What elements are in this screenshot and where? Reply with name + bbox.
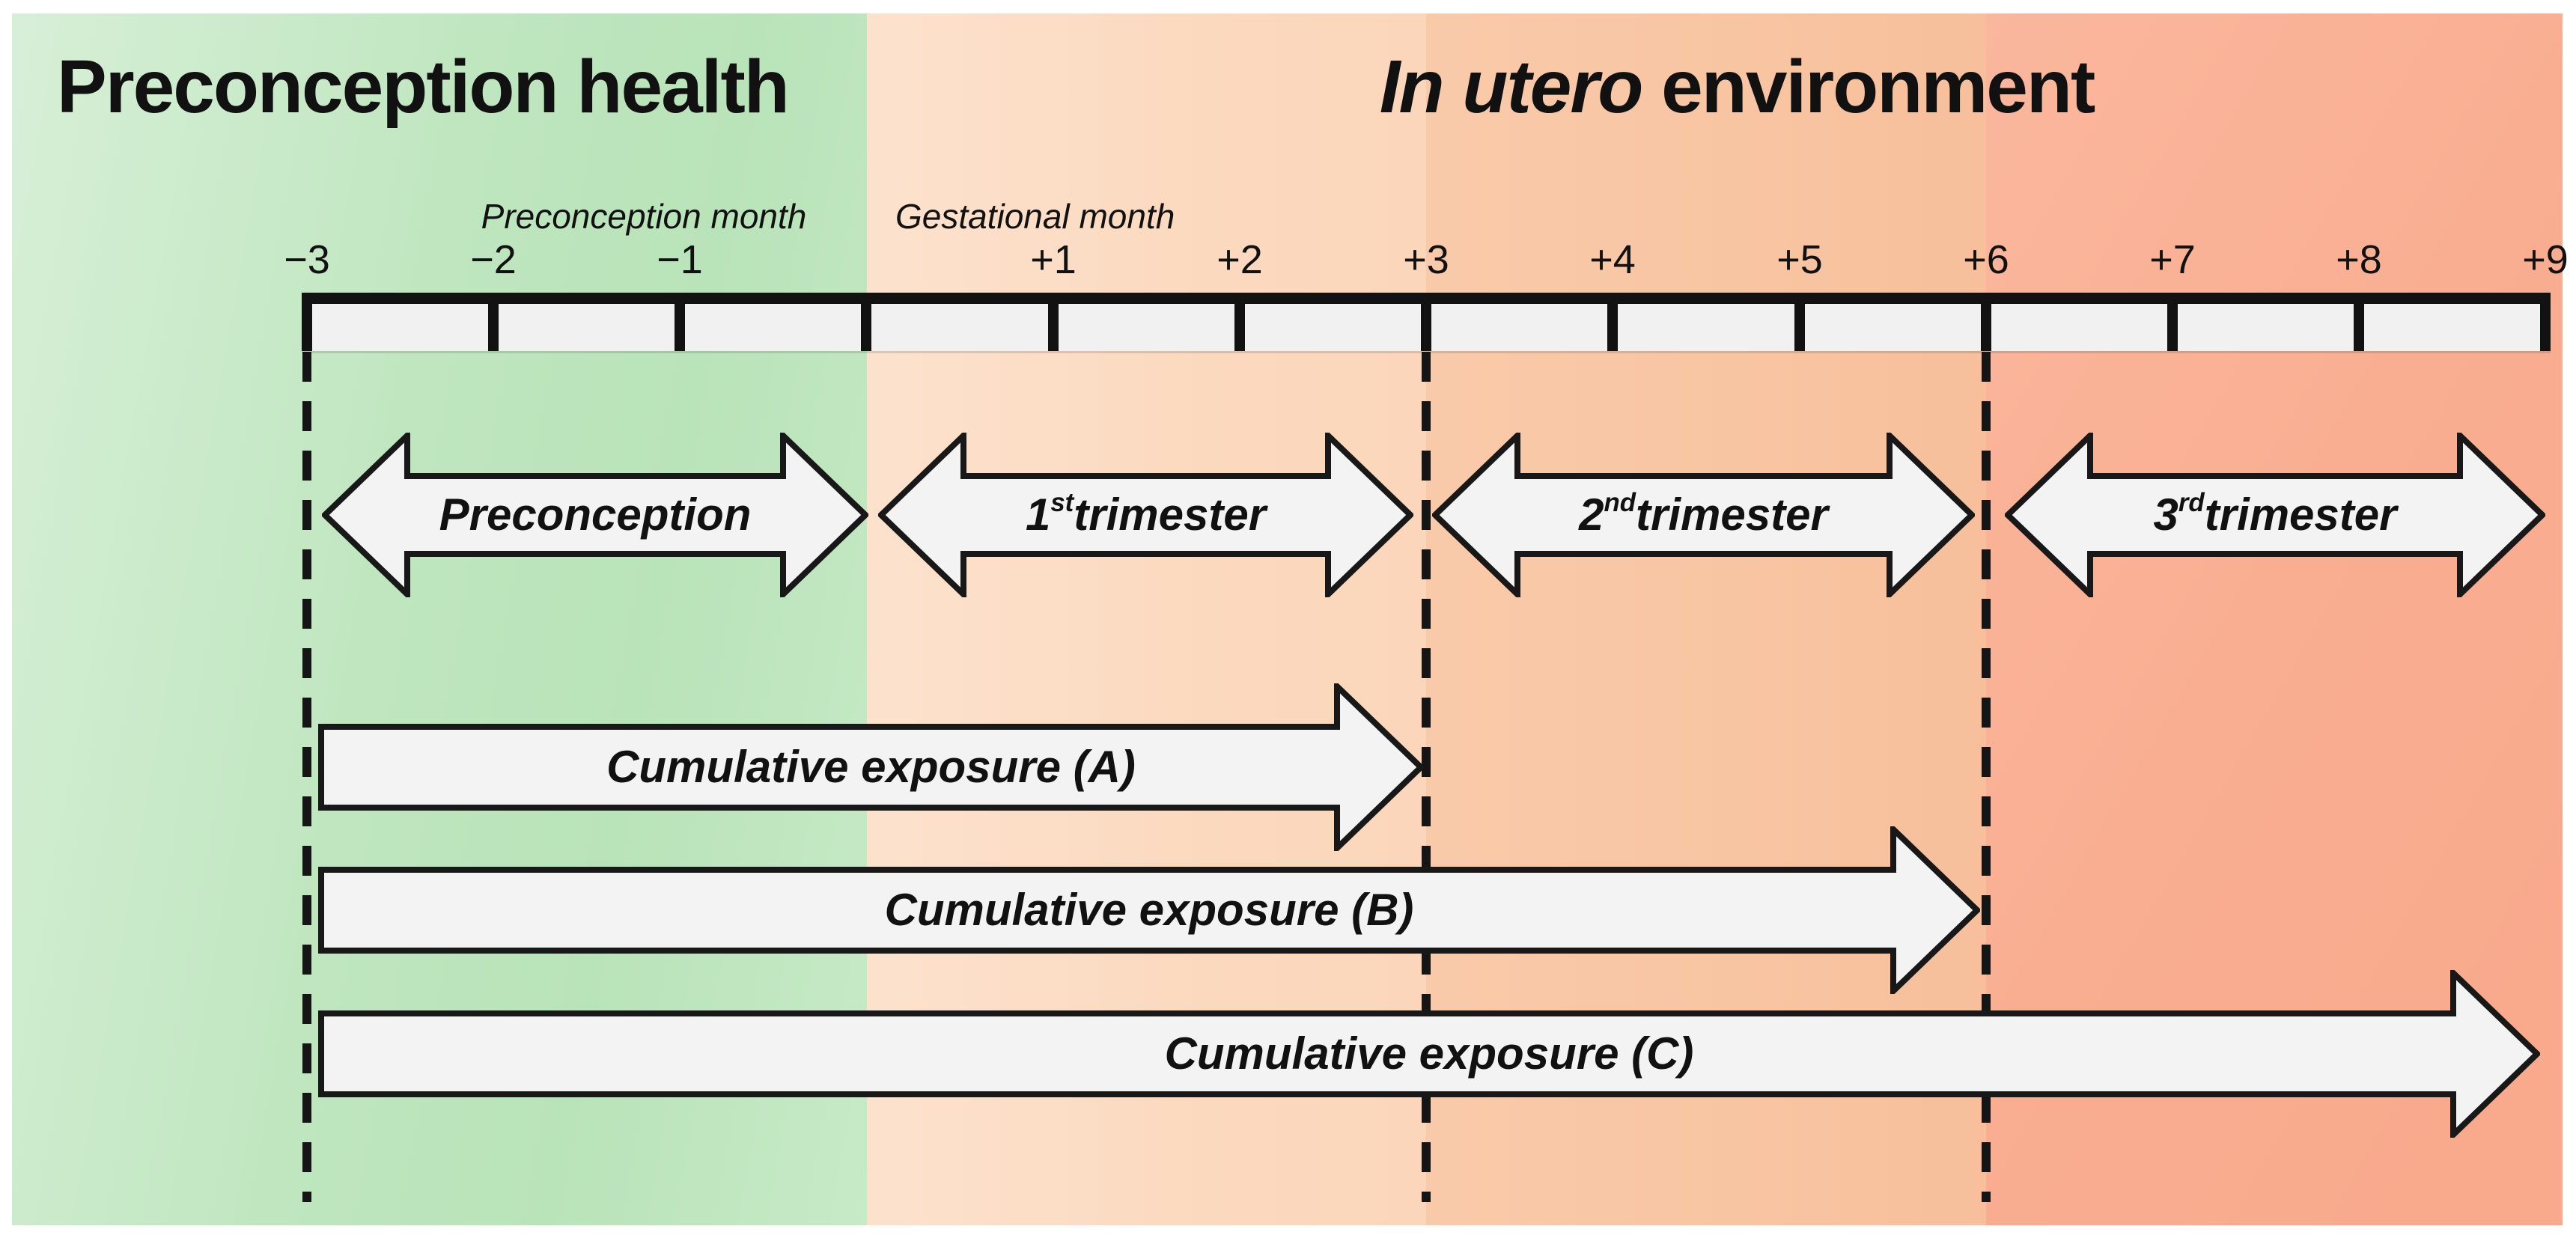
preconception-month-caption: Preconception month [481,197,807,236]
label-text: 3 [2153,490,2178,540]
tick-label-plus8: +8 [2336,237,2382,282]
double-arrow-shape [2005,433,2545,597]
double-arrow-shape [1432,433,1975,597]
tick-label-plus7: +7 [2149,237,2196,282]
tick-mark [488,293,499,351]
label-text: 1 [1025,490,1051,540]
tick-label-minus3: −3 [284,237,330,282]
dashed-line-plus6 [1982,352,1991,1202]
dashed-line-plus3 [1422,352,1431,1202]
label-text: Preconception [439,490,752,540]
preconception-arrow-label: Preconception [322,433,868,597]
label-rest: trimester [1074,490,1267,540]
cumulative-exposure-c-arrow: Cumulative exposure (C) [318,970,2540,1138]
right-arrow-shape [318,826,1980,994]
double-arrow-shape [878,433,1413,597]
preconception-arrow: Preconception [322,433,868,597]
tick-mark [2167,293,2178,351]
tick-mark [1981,293,1991,351]
label-rest: trimester [2204,490,2397,540]
tick-mark [1421,293,1431,351]
tick-label-minus2: −2 [470,237,517,282]
gestational-month-caption: Gestational month [895,197,1175,236]
environment-text: environment [1642,45,2095,129]
tick-label-plus1: +1 [1030,237,1077,282]
tick-mark [1048,293,1059,351]
in-utero-environment-title: In utero environment [1380,49,2096,124]
double-arrow-shape [322,433,868,597]
tick-label-plus5: +5 [1776,237,1823,282]
tick-mark [2540,293,2551,351]
tick-mark [1794,293,1805,351]
right-arrow-shape [318,683,1424,851]
tick-label-minus1: −1 [657,237,703,282]
in-utero-italic-text: In utero [1379,45,1644,129]
preconception-health-title: Preconception health [57,45,790,129]
tick-label-plus2: +2 [1217,237,1263,282]
tick-label-plus4: +4 [1589,237,1636,282]
tick-mark [2354,293,2364,351]
tick-mark [675,293,685,351]
tick-mark [861,293,871,351]
right-arrow-shape [318,970,2540,1138]
tick-label-plus6: +6 [1963,237,2009,282]
cumulative-exposure-b-label: Cumulative exposure (B) [884,885,1414,935]
cumulative-exposure-a-arrow: Cumulative exposure (A) [318,683,1424,851]
label-text: 2 [1579,490,1604,540]
cumulative-exposure-c-label: Cumulative exposure (C) [1164,1028,1694,1079]
tick-label-plus3: +3 [1403,237,1449,282]
tick-mark [302,293,312,351]
tick-mark [1234,293,1245,351]
label-rest: trimester [1636,490,1828,540]
dashed-line-minus3 [302,352,311,1202]
cumulative-exposure-a-label: Cumulative exposure (A) [606,742,1136,792]
tick-label-plus9: +9 [2522,237,2569,282]
cumulative-exposure-b-arrow: Cumulative exposure (B) [318,826,1980,994]
tick-mark [1607,293,1618,351]
